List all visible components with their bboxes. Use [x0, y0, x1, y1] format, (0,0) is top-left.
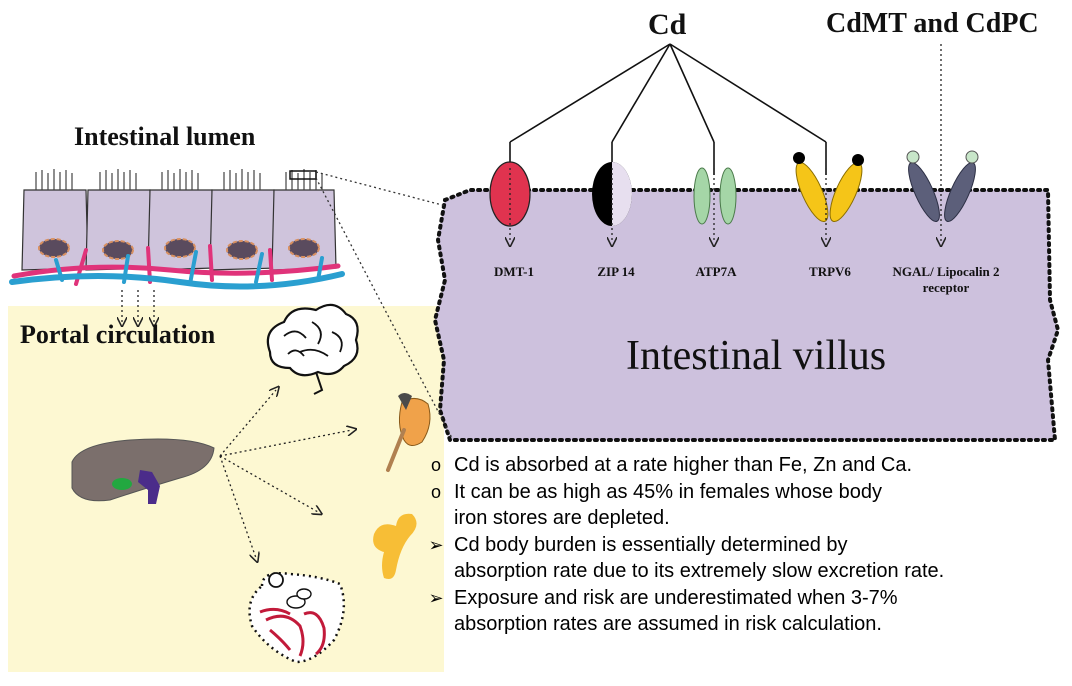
heart-organ	[248, 572, 346, 664]
bullet-marker: o	[430, 481, 441, 502]
intestinal-villus-label: Intestinal villus	[626, 333, 887, 379]
bullet-marker: o	[430, 455, 441, 475]
transporter-label-atp7a: ATP7A	[695, 264, 737, 279]
key-point: o It can be as high as 45% in females who…	[424, 479, 1064, 506]
intestinal-villus-region	[432, 188, 1061, 442]
portal-inflow-arrows	[122, 290, 154, 322]
intestinal-epithelium	[9, 169, 345, 290]
zoom-box	[289, 170, 317, 180]
transporter-label-zip14: ZIP 14	[597, 264, 635, 279]
key-point: absorption rate due to its extremely slo…	[424, 558, 1064, 585]
transporter-trpv6	[793, 152, 864, 223]
liver-organ	[71, 438, 215, 504]
key-point-text: Cd body burden is essentially determined…	[454, 533, 848, 556]
transport-arrows	[510, 44, 941, 242]
key-point: ➢ Cd body burden is essentially determine…	[424, 532, 1064, 559]
zoom-lines	[315, 171, 453, 439]
key-point-text: iron stores are depleted.	[454, 507, 670, 529]
cdmt-cdpc-label: CdMT and CdPC	[826, 8, 1039, 39]
cd-branch-lines	[509, 43, 827, 175]
intestinal-lumen-label: Intestinal lumen	[74, 122, 256, 151]
transporter-label-trpv6: TRPV6	[809, 264, 851, 279]
transporter-ngal	[906, 150, 979, 222]
key-point-text: Cd is absorbed at a rate higher than Fe,…	[454, 454, 913, 476]
cd-label: Cd	[648, 8, 687, 41]
key-point: absorption rates are assumed in risk cal…	[424, 611, 1064, 638]
transporter-label-dmt1: DMT-1	[494, 264, 534, 279]
portal-circulation-label: Portal circulation	[20, 320, 216, 349]
key-point-text: It can be as high as 45% in females whos…	[454, 480, 883, 503]
distribution-arrows	[219, 390, 352, 558]
key-point-text: absorption rate due to its extremely slo…	[454, 560, 945, 582]
brain-organ	[266, 303, 359, 395]
key-points-list: o Cd is absorbed at a rate higher than Fe…	[424, 452, 1064, 638]
transporter-label-ngal: NGAL/ Lipocalin 2 receptor	[892, 264, 1000, 295]
transporter-atp7a	[693, 167, 737, 225]
key-point: o Cd is absorbed at a rate higher than Fe…	[424, 452, 1064, 479]
bullet-marker: ➢	[428, 534, 444, 555]
bullet-marker: ➢	[428, 587, 444, 608]
kidney-organ	[386, 393, 431, 472]
bone-organ	[373, 513, 417, 579]
key-point-text: Exposure and risk are underestimated whe…	[454, 586, 898, 609]
key-point: iron stores are depleted.	[424, 505, 1064, 532]
key-point-text: absorption rates are assumed in risk cal…	[454, 613, 882, 635]
key-point: ➢ Exposure and risk are underestimated wh…	[424, 585, 1064, 612]
